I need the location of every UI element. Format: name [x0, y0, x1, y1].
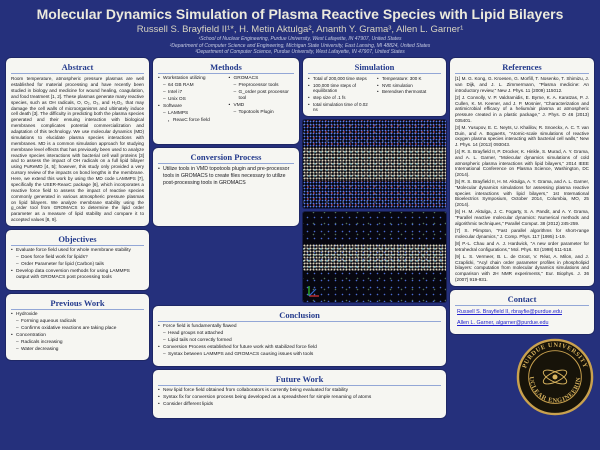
methods-list-right: GROMACSPreprocessor toolsG_order post pr…: [229, 76, 295, 125]
contact-section: Contact Russell S. Brayfield II, rbrayfi…: [450, 290, 594, 334]
future-work-heading: Future Work: [158, 374, 441, 387]
list-item: Software: [158, 104, 224, 110]
list-item: 100,000 time steps of equilibration: [308, 83, 372, 94]
reference-item: [4] R. S. Brayfield II, P. Drocker, K. H…: [455, 149, 589, 177]
list-item: Berendsen thermostat: [377, 89, 441, 95]
reference-item: [9] L. S. Vermeer, B. L. de Groot, V. Ré…: [455, 253, 589, 282]
list-item: Evaluate force field used for whole memb…: [11, 248, 144, 254]
simulation-list-left: Total of 200,000 time steps100,000 time …: [308, 76, 372, 114]
reference-item: [2] J. Connolly, V. P. Valdramidis, E. B…: [455, 94, 589, 123]
water-region-bottom: [303, 180, 446, 208]
list-item: LAMMPS: [163, 111, 224, 117]
objectives-list: Evaluate force field used for whole memb…: [11, 248, 144, 281]
list-item: Workstation utilizing: [158, 76, 224, 82]
list-item: NVE simulation: [377, 83, 441, 89]
references-section: References [1] M. G. Kong, G. Kroesen, G…: [450, 58, 594, 286]
list-item: Syntax between LAMMPS and GROMACS causin…: [163, 352, 441, 358]
reference-item: [5] R. S. Brayfield II, H. M. Aktulga, A…: [455, 179, 589, 207]
conversion-process-list: Utilize tools in VMD topotools plugin an…: [158, 166, 294, 187]
affiliation-line-2: ²Department of Computer Science and Engi…: [169, 42, 431, 49]
poster-header: Molecular Dynamics Simulation of Plasma …: [0, 6, 600, 56]
references-heading: References: [455, 62, 589, 75]
simulation-section: Simulation Total of 200,000 time steps10…: [303, 58, 446, 116]
methods-columns: Workstation utilizing64 GB RAMIntel i7Un…: [158, 76, 294, 125]
list-item: Syntax fix for conversion process being …: [158, 395, 441, 401]
list-item: ReaxC force field: [168, 118, 224, 124]
list-item: Forming aqueous radicals: [16, 319, 144, 325]
objectives-section: Objectives Evaluate force field used for…: [6, 230, 149, 290]
list-item: Confirms oxidative reactions are taking …: [16, 326, 144, 332]
reference-item: [8] P.-L. Chau and A. J. Hardwick, "A ne…: [455, 240, 589, 252]
reference-item: [7] S. Plimpton, "Fast parallel algorith…: [455, 227, 589, 239]
conclusion-section: Conclusion Force field is fundamentally …: [153, 306, 446, 366]
future-work-section: Future Work New lipid force field obtain…: [153, 370, 446, 418]
simulation-list-right: Temperature: 300 KNVE simulationBerendse…: [377, 76, 441, 114]
list-item: Concentration: [11, 333, 144, 339]
previous-work-list: HydroxideForming aqueous radicalsConfirm…: [11, 312, 144, 353]
affiliation-line-3: ³Department of Computer Science, Purdue …: [195, 49, 405, 56]
list-item: G_order post processor tool: [234, 90, 295, 102]
list-item: Consider different lipids: [158, 402, 441, 408]
reference-item: [1] M. G. Kong, G. Kroesen, G. Morfill, …: [455, 76, 589, 93]
conclusion-list: Force field is fundamentally flawedHead …: [158, 324, 441, 358]
contact-link-garner[interactable]: Allen L. Garner, algarner@purdue.edu: [457, 319, 549, 326]
list-item: Topotools Plugin: [234, 110, 295, 116]
list-item: VMD: [229, 103, 295, 109]
list-item: Conversion Process established for futur…: [158, 345, 441, 351]
references-list: [1] M. G. Kong, G. Kroesen, G. Morfill, …: [455, 76, 589, 282]
list-item: Preprocessor tools: [234, 83, 295, 89]
simulation-columns: Total of 200,000 time steps100,000 time …: [308, 76, 441, 114]
abstract-section: Abstract Room temperature, atmospheric p…: [6, 58, 149, 226]
contact-heading: Contact: [455, 294, 589, 307]
poster-title: Molecular Dynamics Simulation of Plasma …: [36, 6, 564, 22]
seal-emblem: [542, 369, 568, 385]
list-item: Does force field work for lipids?: [16, 255, 144, 261]
previous-work-section: Previous Work HydroxideForming aqueous r…: [6, 294, 149, 360]
future-work-list: New lipid force field obtained from coll…: [158, 388, 441, 408]
abstract-heading: Abstract: [11, 62, 144, 75]
purdue-seal-logo: PURDUE UNIVERSITY NUCLEAR ENGINEERING: [516, 338, 594, 416]
list-item: Radicals increasing: [16, 340, 144, 346]
authors-line: Russell S. Brayfield II¹*, H. Metin Aktu…: [136, 24, 464, 36]
bilayer-render-angled-view: [303, 212, 446, 302]
list-item: Lipid tails not correctly formed: [163, 338, 441, 344]
list-item: Develop data conversion methods for usin…: [11, 269, 144, 281]
list-item: Temperature: 300 K: [377, 76, 441, 82]
list-item: Total of 200,000 time steps: [308, 76, 372, 82]
contact-link-brayfield[interactable]: Russell S. Brayfield II, rbrayfie@purdue…: [457, 309, 562, 316]
methods-section: Methods Workstation utilizing64 GB RAMIn…: [153, 58, 299, 144]
list-item: Unix OS: [163, 97, 224, 103]
list-item: New lipid force field obtained from coll…: [158, 388, 441, 394]
previous-work-heading: Previous Work: [11, 298, 144, 311]
list-item: step size of .1 fs: [308, 95, 372, 101]
list-item: Force field is fundamentally flawed: [158, 324, 441, 330]
list-item: Utilize tools in VMD topotools plugin an…: [158, 166, 294, 187]
list-item: Water decreasing: [16, 347, 144, 353]
list-item: Head groups not attached: [163, 331, 441, 337]
vmd-axes-icon: [308, 286, 319, 297]
conversion-process-section: Conversion Process Utilize tools in VMD …: [153, 148, 299, 226]
list-item: Hydroxide: [11, 312, 144, 318]
objectives-heading: Objectives: [11, 234, 144, 247]
affiliation-line-1: ¹School of Nuclear Engineering, Purdue U…: [198, 35, 402, 42]
list-item: 64 GB RAM: [163, 83, 224, 89]
simulation-heading: Simulation: [308, 62, 441, 75]
lipid-bilayer-region: [303, 147, 446, 181]
list-item: total simulation time of 0.02 ns: [308, 102, 372, 113]
conclusion-heading: Conclusion: [158, 310, 441, 323]
methods-list-left: Workstation utilizing64 GB RAMIntel i7Un…: [158, 76, 224, 125]
bilayer-render-side-view: [303, 120, 446, 208]
reference-item: [6] H. M. Aktulga, J. C. Fogarty, S. A. …: [455, 209, 589, 226]
abstract-text: Room temperature, atmospheric pressure p…: [11, 76, 144, 223]
lipid-band-region: [303, 244, 446, 272]
conversion-process-heading: Conversion Process: [158, 152, 294, 165]
list-item: Intel i7: [163, 90, 224, 96]
list-item: GROMACS: [229, 76, 295, 82]
list-item: Order Parameter for lipid (Carbon) tails: [16, 262, 144, 268]
water-region-top: [303, 120, 446, 148]
reference-item: [3] M. Yusupov, E. C. Neyts, U. Khalilov…: [455, 124, 589, 147]
methods-heading: Methods: [158, 62, 294, 75]
